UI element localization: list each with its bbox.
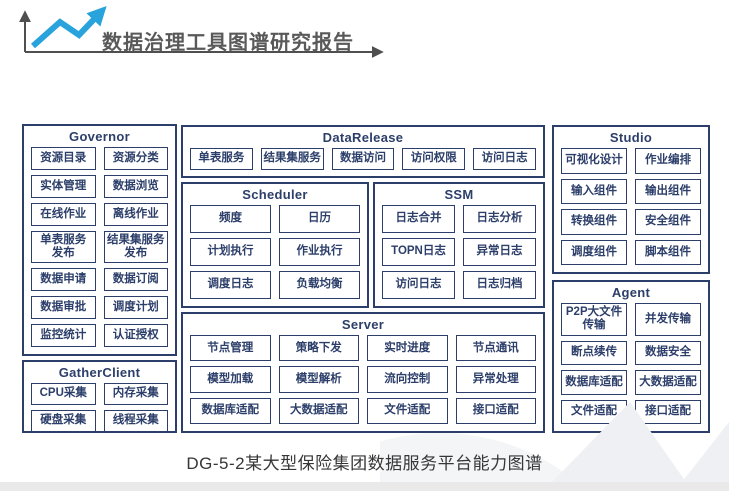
capability-cell: 计划执行 xyxy=(190,238,271,266)
panel-agent-title: Agent xyxy=(611,285,651,300)
capability-cell: 认证授权 xyxy=(103,323,168,347)
panel-studio-title: Studio xyxy=(609,130,653,145)
panel-datarelease-title: DataRelease xyxy=(322,130,404,145)
panel-studio: Studio 可视化设计 作业编排 输入组件 输出组件 转换组件 安全组件 调度… xyxy=(552,125,710,274)
capability-cell: 流向控制 xyxy=(367,366,448,393)
capability-cell: 负载均衡 xyxy=(279,271,360,299)
capability-cell: 访问日志 xyxy=(382,271,455,299)
panel-governor-grid: 资源目录 资源分类 实体管理 数据浏览 在线作业 离线作业 单表服务 发布 结果… xyxy=(24,145,175,354)
capability-cell: 日历 xyxy=(279,205,360,233)
capability-cell: 作业执行 xyxy=(279,238,360,266)
figure-caption: DG-5-2某大型保险集团数据服务平台能力图谱 xyxy=(186,454,543,473)
capability-cell: 数据安全 xyxy=(635,340,701,366)
panel-gatherclient-grid: CPU采集 内存采集 硬盘采集 线程采集 xyxy=(24,381,175,439)
capability-cell: 策略下发 xyxy=(278,335,359,362)
capability-cell: 模型加载 xyxy=(190,366,271,393)
capability-cell: 实时进度 xyxy=(367,335,448,362)
capability-cell: 可视化设计 xyxy=(561,148,627,174)
panel-server-title: Server xyxy=(341,317,385,332)
capability-cell: 数据访问 xyxy=(331,148,395,170)
capability-cell: 模型解析 xyxy=(278,366,359,393)
capability-cell: 接口适配 xyxy=(455,397,536,424)
capability-cell: 资源分类 xyxy=(103,147,168,171)
capability-cell: 安全组件 xyxy=(635,209,701,235)
capability-cell: 断点续传 xyxy=(561,340,627,366)
capability-cell: 文件适配 xyxy=(367,397,448,424)
capability-cell: 数据库适配 xyxy=(561,370,627,395)
panel-ssm-grid: 日志合并 日志分析 TOPN日志 异常日志 访问日志 日志归档 xyxy=(375,203,543,306)
capability-cell: P2P大文件 传输 xyxy=(561,303,627,336)
watermark xyxy=(380,402,729,482)
capability-cell: 单表服务 发布 xyxy=(31,231,96,263)
panel-agent: Agent P2P大文件 传输 并发传输 断点续传 数据安全 数据库适配 大数据… xyxy=(552,280,710,433)
capability-cell: 频度 xyxy=(190,205,271,233)
panel-gatherclient: GatherClient CPU采集 内存采集 硬盘采集 线程采集 xyxy=(22,360,177,433)
capability-cell: 节点管理 xyxy=(190,335,271,362)
capability-cell: 结果集服务 xyxy=(260,148,324,170)
capability-cell: 单表服务 xyxy=(190,148,253,170)
capability-cell: 数据订阅 xyxy=(103,267,168,291)
capability-cell: 内存采集 xyxy=(103,383,168,405)
capability-cell: 访问日志 xyxy=(473,148,536,170)
capability-cell: TOPN日志 xyxy=(382,238,455,266)
capability-cell: 数据浏览 xyxy=(103,175,168,199)
capability-cell: CPU采集 xyxy=(31,383,96,405)
panel-gatherclient-title: GatherClient xyxy=(58,365,141,380)
trend-line-axis-icon xyxy=(19,6,384,58)
capability-cell: 节点通讯 xyxy=(455,335,536,362)
capability-cell: 作业编排 xyxy=(635,148,701,174)
capability-cell: 调度日志 xyxy=(190,271,271,299)
capability-cell: 调度计划 xyxy=(103,295,168,319)
panel-scheduler: Scheduler 频度 日历 计划执行 作业执行 调度日志 负载均衡 xyxy=(181,182,369,308)
capability-cell: 异常处理 xyxy=(455,366,536,393)
footer-bar xyxy=(0,482,729,491)
capability-cell: 大数据适配 xyxy=(635,370,701,395)
capability-cell: 离线作业 xyxy=(103,203,168,227)
capability-cell: 日志分析 xyxy=(463,205,536,233)
panel-scheduler-grid: 频度 日历 计划执行 作业执行 调度日志 负载均衡 xyxy=(183,203,367,306)
capability-cell: 大数据适配 xyxy=(278,397,359,424)
panel-governor: Governor 资源目录 资源分类 实体管理 数据浏览 在线作业 离线作业 单… xyxy=(22,124,177,356)
capability-cell: 硬盘采集 xyxy=(31,410,96,432)
capability-cell: 输出组件 xyxy=(635,178,701,204)
capability-cell: 线程采集 xyxy=(103,410,168,432)
capability-cell: 数据审批 xyxy=(31,295,96,319)
capability-cell: 日志归档 xyxy=(463,271,536,299)
capability-cell: 调度组件 xyxy=(561,239,627,265)
panel-server: Server 节点管理 策略下发 实时进度 节点通讯 模型加载 模型解析 流向控… xyxy=(181,312,545,433)
capability-cell: 输入组件 xyxy=(561,178,627,204)
capability-cell: 转换组件 xyxy=(561,209,627,235)
capability-cell: 访问权限 xyxy=(402,148,466,170)
capability-cell: 并发传输 xyxy=(635,303,701,336)
capability-cell: 异常日志 xyxy=(463,238,536,266)
panel-ssm-title: SSM xyxy=(444,187,474,202)
capability-cell: 接口适配 xyxy=(635,399,701,424)
capability-cell: 结果集服务 发布 xyxy=(103,231,168,263)
capability-cell: 数据库适配 xyxy=(190,397,271,424)
capability-cell: 资源目录 xyxy=(31,147,96,171)
panel-scheduler-title: Scheduler xyxy=(242,187,308,202)
capability-cell: 数据申请 xyxy=(31,267,96,291)
capability-cell: 脚本组件 xyxy=(635,239,701,265)
panel-datarelease-grid: 单表服务 结果集服务 数据访问 访问权限 访问日志 xyxy=(183,146,543,177)
capability-cell: 实体管理 xyxy=(31,175,96,199)
panel-studio-grid: 可视化设计 作业编排 输入组件 输出组件 转换组件 安全组件 调度组件 脚本组件 xyxy=(554,146,708,272)
panel-ssm: SSM 日志合并 日志分析 TOPN日志 异常日志 访问日志 日志归档 xyxy=(373,182,545,308)
capability-cell: 在线作业 xyxy=(31,203,96,227)
capability-cell: 日志合并 xyxy=(382,205,455,233)
panel-server-grid: 节点管理 策略下发 实时进度 节点通讯 模型加载 模型解析 流向控制 异常处理 … xyxy=(183,333,543,431)
panel-datarelease: DataRelease 单表服务 结果集服务 数据访问 访问权限 访问日志 xyxy=(181,125,545,178)
capability-cell: 监控统计 xyxy=(31,323,96,347)
report-title: 数据治理工具图谱研究报告 xyxy=(102,32,354,54)
panel-governor-title: Governor xyxy=(69,129,130,144)
